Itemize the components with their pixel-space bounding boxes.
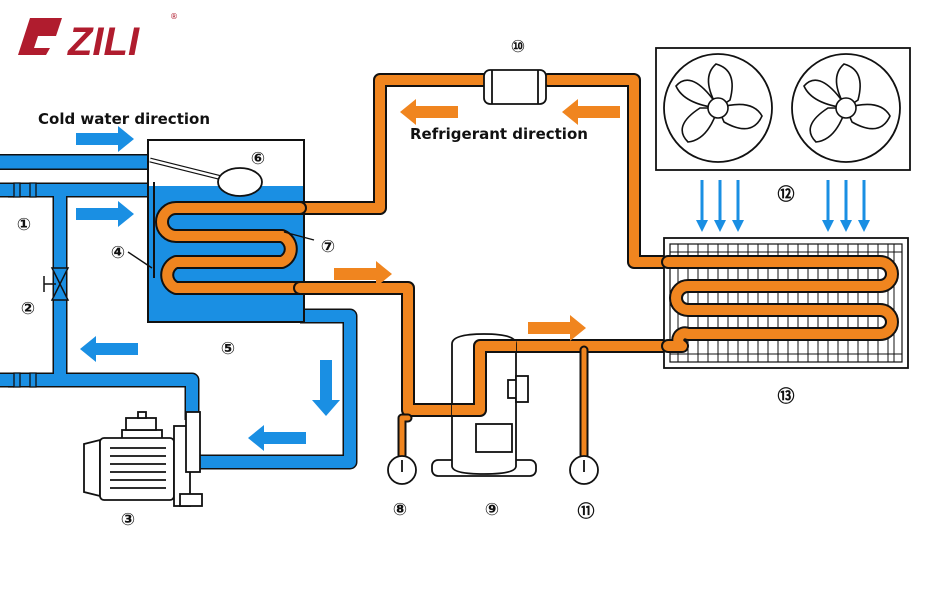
callout-3: ③ [121, 510, 135, 530]
callout-12: ⑫ [778, 184, 795, 205]
callouts: ① ② ③ ④ ⑤ ⑥ ⑦ ⑧ ⑨ ⑩ ⑪ ⑫ ⑬ [17, 37, 795, 530]
callout-10: ⑩ [511, 37, 525, 57]
logo-mark [18, 18, 62, 55]
water-flow-arrows [76, 126, 340, 451]
water-pump [83, 411, 203, 507]
callout-9: ⑨ [485, 500, 499, 520]
compressor-piping [452, 339, 516, 417]
pressure-gauges [387, 455, 599, 485]
arrow-right-icon [76, 126, 134, 152]
logo-text: ZILI [67, 20, 140, 64]
condenser-fans [655, 47, 911, 171]
airflow-arrows [696, 180, 870, 232]
arrow-left-icon [248, 425, 306, 451]
leader-lines [127, 231, 315, 269]
arrow-down-icon [312, 360, 340, 416]
callout-2: ② [21, 299, 35, 319]
callout-5: ⑤ [221, 339, 235, 359]
condenser [661, 237, 909, 369]
refrigerant-direction-label: Refrigerant direction [410, 125, 588, 143]
water-pipes [0, 154, 358, 470]
fan-left-icon [663, 53, 773, 163]
brand-logo: ZILI ® [18, 12, 178, 64]
registered-mark: ® [170, 12, 178, 21]
callout-1: ① [17, 215, 31, 235]
callout-8: ⑧ [393, 500, 407, 520]
valve [43, 267, 70, 301]
arrow-left-icon [400, 99, 458, 125]
callout-4: ④ [111, 243, 125, 263]
arrow-left-icon [80, 336, 138, 362]
arrow-right-icon [528, 315, 586, 341]
arrow-right-icon [334, 261, 392, 287]
refrigerant-flow-arrows [334, 99, 620, 341]
callout-7: ⑦ [321, 237, 335, 257]
filter-drier [483, 69, 547, 105]
pipe-flanges [8, 182, 37, 388]
callout-6: ⑥ [251, 149, 265, 169]
callout-11: ⑪ [578, 501, 595, 522]
cold-water-direction-label: Cold water direction [38, 110, 210, 128]
callout-13: ⑬ [778, 386, 795, 407]
arrow-left-icon [562, 99, 620, 125]
fan-right-icon [791, 53, 901, 163]
arrow-right-icon [76, 201, 134, 227]
